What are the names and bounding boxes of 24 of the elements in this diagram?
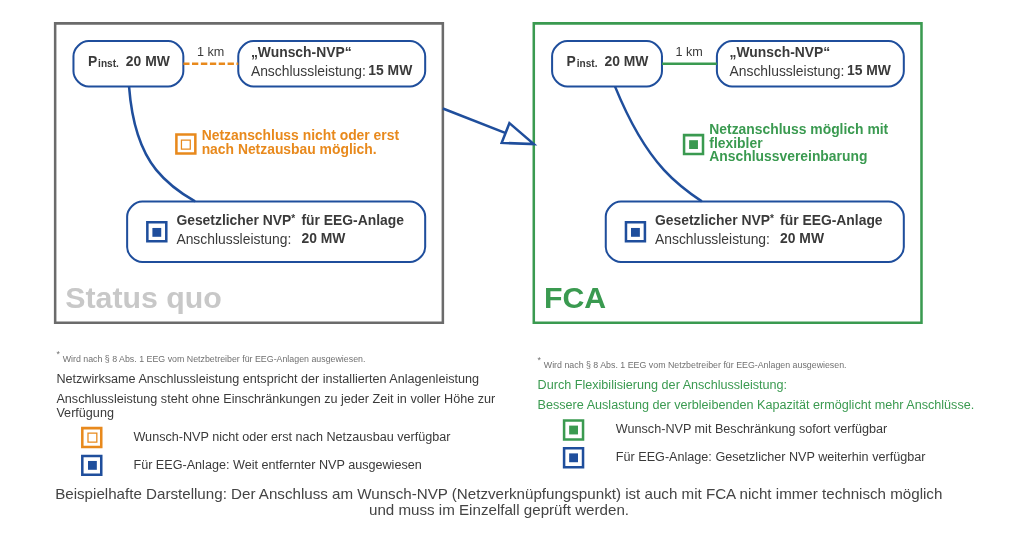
arrow bbox=[442, 107, 538, 146]
node-box: Gesetzlicher NVP* für EEG-Anlage Anschlussleistung: 20 MW bbox=[604, 200, 905, 264]
connector bbox=[183, 62, 239, 66]
node-box: „Wunsch-NVP“ Anschlussleistung: 15 MW bbox=[715, 40, 905, 88]
edge-label: 1 km bbox=[675, 45, 703, 60]
connector bbox=[662, 62, 717, 66]
label: Durch Flexibilisierung der Anschlussleistung: bbox=[537, 377, 788, 392]
node-box: Gesetzlicher NVP* für EEG-Anlage Anschlussleistung: 20 MW bbox=[126, 200, 427, 264]
connector bbox=[613, 86, 703, 203]
label: Für EEG-Anlage: Weit entfernter NVP ausgewiesen bbox=[133, 457, 422, 472]
label: Netzwirksame Anschlussleistung entspricht der installierten Anlagenleistung bbox=[56, 371, 480, 386]
label: Wunsch-NVP nicht oder erst nach Netzausbau verfügbar bbox=[133, 429, 451, 444]
label: Für EEG-Anlage: Gesetzlicher NVP weiterhin verfügbar bbox=[615, 449, 926, 464]
label: Anschlussleistung steht ohne Einschränkungen zu jeder Zeit in voller Höhe zur Verfügung bbox=[56, 391, 496, 420]
edge-label: 1 km bbox=[196, 45, 225, 60]
connector bbox=[127, 86, 196, 203]
caption: Beispielhafte Darstellung: Der Anschluss am Wunsch-NVP (Netzverknüpfungspunkt) ist auch mit FCA nicht immer technisch möglich und muss im Einzelfall geprüft werden. bbox=[55, 484, 943, 519]
node-box: Pinst. 20 MW bbox=[551, 40, 663, 88]
label: Bessere Auslastung der verbleibenden Kapazität ermöglicht mehr Anschlüsse. bbox=[537, 398, 975, 413]
label: Wunsch-NVP mit Beschränkung sofort verfügbar bbox=[615, 422, 888, 437]
label: Netzanschluss nicht oder erst nach Netzausbau möglich. bbox=[201, 126, 400, 157]
node-box: „Wunsch-NVP“ Anschlussleistung: 15 MW bbox=[237, 40, 427, 88]
label: Netzanschluss möglich mit flexibler Anschlussvereinbarung bbox=[709, 120, 889, 165]
node-box: Pinst. 20 MW bbox=[72, 40, 185, 88]
